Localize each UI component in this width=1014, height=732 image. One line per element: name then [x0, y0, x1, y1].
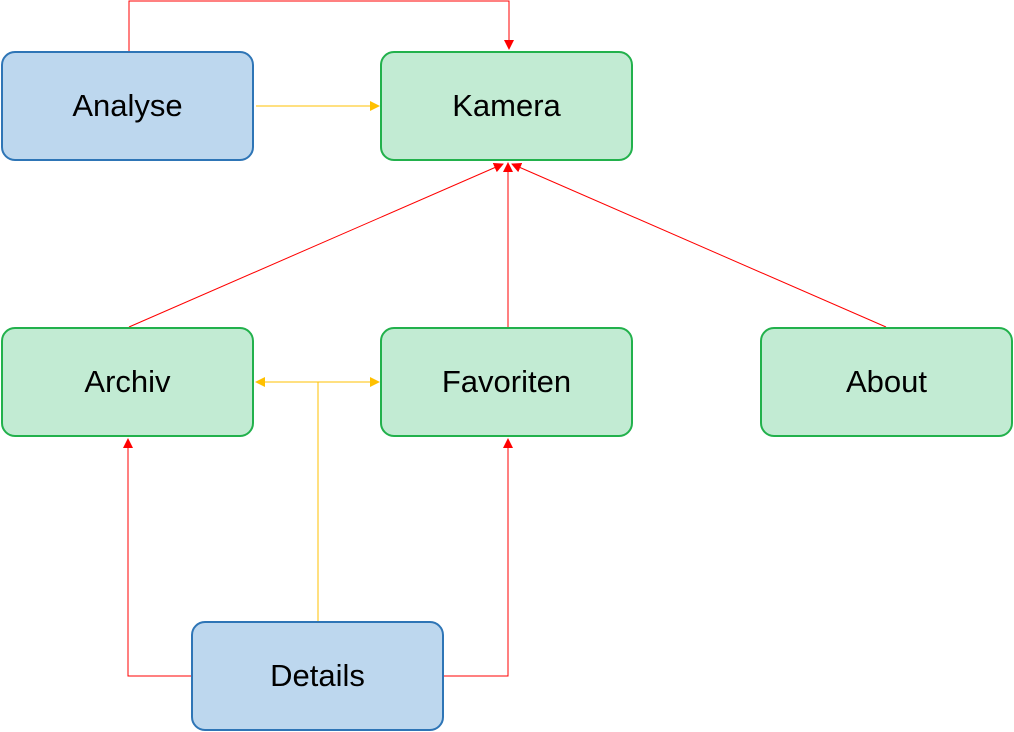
edge-analyse-kamera-red — [128, 0, 514, 51]
node-details: Details — [191, 621, 444, 731]
node-about-label: About — [845, 364, 927, 399]
edge-archiv-kamera — [128, 163, 504, 328]
edge-details-archiv-red — [123, 438, 191, 677]
edge-about-kamera — [511, 163, 887, 328]
node-details-label: Details — [270, 658, 365, 693]
node-archiv-label: Archiv — [84, 364, 171, 399]
node-favoriten-label: Favoriten — [441, 364, 572, 399]
edge-details-favoriten-red — [444, 438, 513, 677]
node-kamera-label: Kamera — [452, 88, 561, 123]
node-archiv: Archiv — [1, 327, 254, 437]
node-analyse: Analyse — [1, 51, 254, 161]
node-kamera: Kamera — [380, 51, 633, 161]
node-favoriten: Favoriten — [380, 327, 633, 437]
node-about: About — [760, 327, 1013, 437]
node-analyse-label: Analyse — [72, 88, 183, 123]
